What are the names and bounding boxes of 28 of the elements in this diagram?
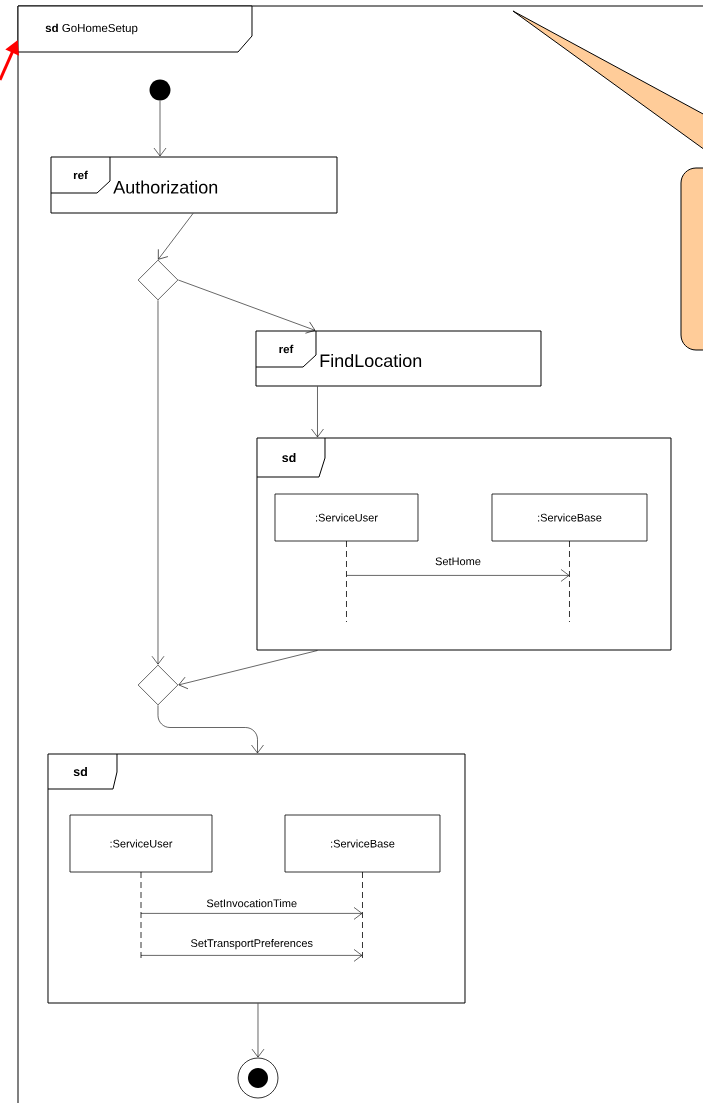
initial-node xyxy=(149,79,171,101)
frame-tab: sd xyxy=(256,437,326,478)
frame-tab: sd GoHomeSetup xyxy=(17,5,253,53)
decision-diamond xyxy=(137,664,179,706)
ref-tab: ref xyxy=(50,156,111,194)
message-arrow xyxy=(140,907,363,920)
final-node xyxy=(237,1057,279,1099)
arrow xyxy=(251,1003,265,1058)
arrow xyxy=(157,705,264,754)
ref-tab: ref xyxy=(255,330,317,368)
reference-box: ref FindLocation xyxy=(255,330,542,387)
arrow xyxy=(158,213,194,260)
participant-box: :ServiceUser xyxy=(274,493,419,542)
frame-tab: sd xyxy=(47,753,118,790)
message-label: SetInvocationTime xyxy=(205,898,299,909)
arrow xyxy=(151,300,165,665)
message-label: SetHome xyxy=(434,556,482,567)
decision-diamond xyxy=(137,259,179,301)
arrow xyxy=(178,279,316,334)
arrow xyxy=(178,650,318,690)
message-arrow xyxy=(140,949,363,962)
participant-box: :ServiceUser xyxy=(69,814,213,873)
arrow xyxy=(311,386,324,438)
reference-box: ref Authorization xyxy=(50,156,338,214)
message-arrow xyxy=(346,569,570,582)
arrow xyxy=(153,100,167,157)
participant-box: :ServiceBase xyxy=(284,814,441,873)
participant-box: :ServiceBase xyxy=(491,493,648,542)
